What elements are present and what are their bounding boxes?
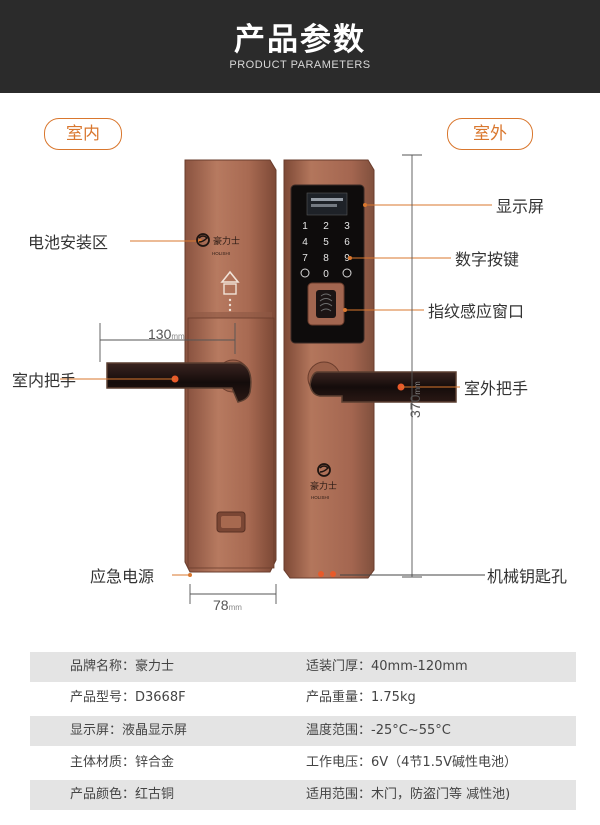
header-banner: 产品参数 PRODUCT PARAMETERS bbox=[0, 0, 600, 93]
keypad-key: 2 bbox=[323, 221, 329, 232]
spec-row: 主体材质：锌合金 工作电压：6V（4节1.5V碱性电池） bbox=[30, 748, 576, 778]
spec-right: 适用范围：木门，防盗门等 减性池) bbox=[306, 787, 511, 802]
spec-left: 品牌名称：豪力士 bbox=[70, 659, 175, 674]
keypad-key: 3 bbox=[344, 221, 350, 232]
brand-name-en: HOLISHI bbox=[212, 251, 230, 256]
spec-row: 产品型号：D3668F 产品重量：1.75kg bbox=[30, 683, 576, 713]
indoor-handle bbox=[106, 362, 252, 403]
label-emergency-power: 应急电源 bbox=[90, 567, 155, 586]
label-display: 显示屏 bbox=[496, 197, 545, 216]
brand-name-cn: 豪力士 bbox=[213, 235, 240, 247]
label-outdoor-handle: 室外把手 bbox=[464, 379, 529, 398]
outdoor-tag: 室外 bbox=[447, 118, 533, 150]
spec-right: 适装门厚：40mm-120mm bbox=[306, 659, 468, 674]
keypad: 1 2 3 4 5 6 7 8 9 0 bbox=[300, 221, 352, 280]
brand-logo-indoor: 豪力士 HOLISHI bbox=[196, 233, 240, 256]
keypad-key: 7 bbox=[302, 253, 308, 264]
spec-row: 产品颜色：红古铜 适用范围：木门，防盗门等 减性池) bbox=[30, 780, 576, 810]
keypad-lock-icon bbox=[342, 268, 352, 278]
label-indoor-handle: 室内把手 bbox=[12, 371, 77, 390]
keypad-key: 5 bbox=[323, 237, 329, 248]
spec-right: 产品重量：1.75kg bbox=[306, 690, 416, 705]
spec-left: 产品型号：D3668F bbox=[70, 690, 186, 705]
spec-right: 温度范围：-25°C~55°C bbox=[306, 723, 451, 738]
keypad-key: 8 bbox=[323, 253, 329, 264]
dimension-handle-length: 130mm bbox=[148, 326, 185, 342]
label-keyhole: 机械钥匙孔 bbox=[487, 567, 568, 586]
keyhole-marker bbox=[318, 571, 324, 577]
indoor-tag: 室内 bbox=[44, 118, 122, 150]
spec-row: 显示屏：液晶显示屏 温度范围：-25°C~55°C bbox=[30, 716, 576, 746]
brand-logo-outdoor: 豪力士 HOLISHI bbox=[310, 463, 337, 500]
label-keypad: 数字按键 bbox=[455, 250, 520, 269]
spec-right: 工作电压：6V（4节1.5V碱性电池） bbox=[306, 755, 518, 770]
outdoor-panel bbox=[283, 159, 375, 579]
lock-diagram: 1 2 3 4 5 6 7 8 9 0 豪力士 HOLISHI bbox=[60, 154, 492, 604]
spec-left: 主体材质：锌合金 bbox=[70, 755, 175, 770]
keypad-bell-icon bbox=[300, 268, 310, 278]
label-battery-area: 电池安装区 bbox=[28, 233, 109, 252]
keypad-key: 4 bbox=[302, 237, 308, 248]
page-title: 产品参数 bbox=[234, 22, 366, 58]
outdoor-handle bbox=[309, 371, 457, 403]
brand-name-cn: 豪力士 bbox=[310, 480, 337, 492]
dimension-width: 78mm bbox=[213, 597, 242, 613]
label-fingerprint: 指纹感应窗口 bbox=[428, 302, 525, 321]
page-subtitle: PRODUCT PARAMETERS bbox=[229, 59, 371, 71]
keypad-key: 1 bbox=[302, 221, 308, 232]
spec-left: 产品颜色：红古铜 bbox=[70, 787, 175, 802]
spec-row: 品牌名称：豪力士 适装门厚：40mm-120mm bbox=[30, 652, 576, 682]
keypad-key: 0 bbox=[323, 269, 329, 280]
dimension-height: 370mm bbox=[407, 381, 423, 418]
brand-name-en: HOLISHI bbox=[311, 495, 329, 500]
spec-left: 显示屏：液晶显示屏 bbox=[70, 723, 188, 738]
keypad-key: 6 bbox=[344, 237, 350, 248]
keypad-key: 9 bbox=[344, 253, 350, 264]
